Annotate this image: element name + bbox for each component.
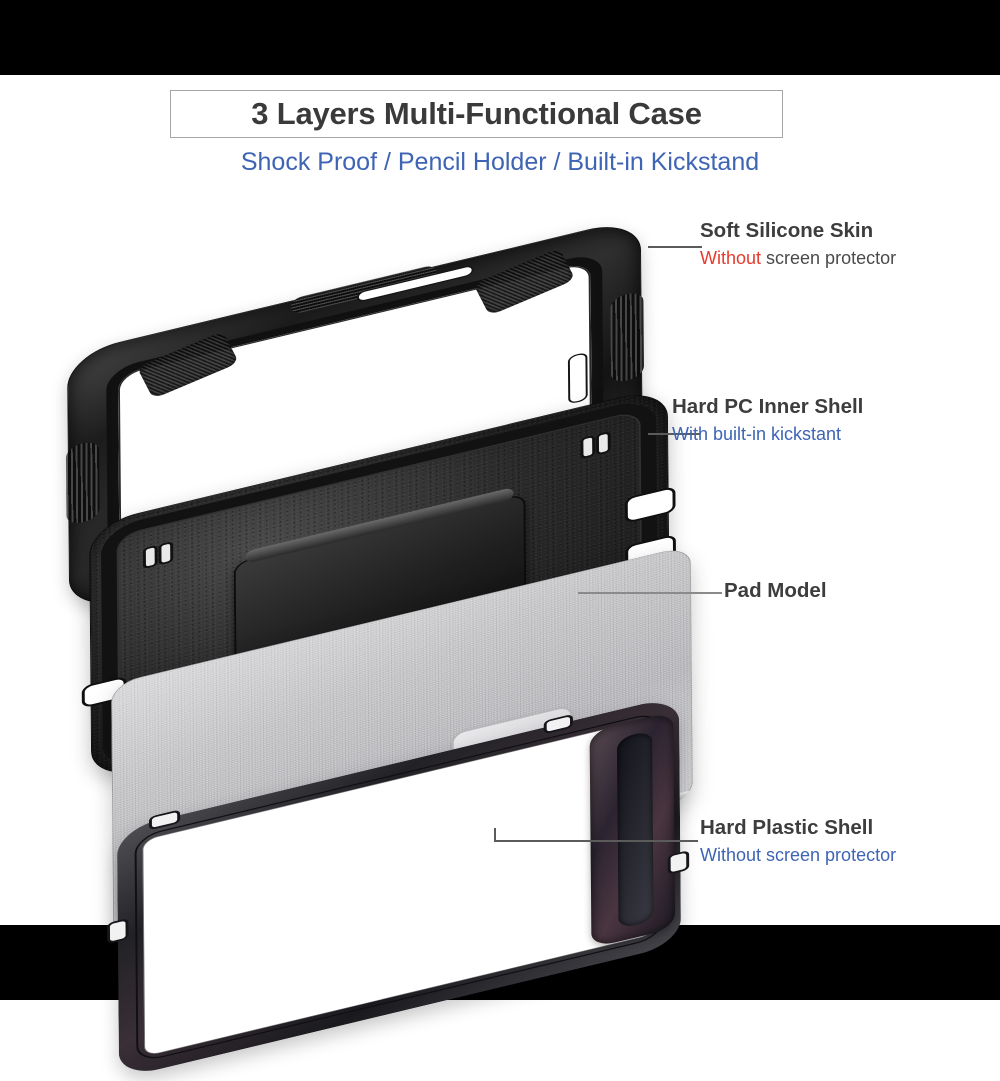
callout-hard-plastic-shell: Hard Plastic Shell Without screen protec… [700, 815, 896, 867]
callout-subtitle-hard-plastic-shell: Without screen protector [700, 845, 897, 865]
plastic-shell-plate [109, 695, 687, 1079]
callout-subtitle-rest: screen protector [761, 248, 897, 268]
letterbox-bar-top [0, 0, 1000, 75]
pc-clip-3 [598, 433, 608, 453]
leader-tick-hard-plastic-shell [494, 828, 496, 842]
callout-title-hard-plastic-shell: Hard Plastic Shell [700, 816, 874, 839]
plastic-pencil-groove [616, 730, 654, 930]
silicone-rib-right [610, 290, 645, 385]
leader-line-hard-pc-inner-shell [648, 433, 700, 435]
exploded-view-diagram [0, 75, 1000, 1079]
callout-subtitle-hard-pc-inner-shell: With built-in kickstant [672, 424, 842, 444]
layer-hard-plastic-shell [104, 675, 704, 1079]
callout-hard-pc-inner-shell: Hard PC Inner Shell With built-in kickst… [672, 394, 863, 446]
callout-title-soft-silicone-skin: Soft Silicone Skin [700, 219, 874, 242]
leader-line-hard-plastic-shell [494, 840, 698, 842]
leader-line-pad-model [578, 592, 722, 594]
callout-title-pad-model: Pad Model [724, 579, 827, 602]
callout-pad-model: Pad Model [724, 578, 827, 604]
plastic-tab-right [670, 852, 687, 873]
title-box: 3 Layers Multi-Functional Case [170, 90, 783, 138]
leader-line-soft-silicone-skin [648, 246, 702, 248]
callout-subtitle-emphasis: Without [700, 248, 762, 268]
page-title: 3 Layers Multi-Functional Case [251, 96, 702, 131]
callout-title-hard-pc-inner-shell: Hard PC Inner Shell [672, 395, 864, 418]
callout-soft-silicone-skin: Soft Silicone Skin Without screen protec… [700, 218, 896, 270]
callout-subtitle-soft-silicone-skin: Without screen protector [700, 246, 896, 270]
page-subtitle: Shock Proof / Pencil Holder / Built-in K… [240, 148, 760, 176]
pc-clip-4 [583, 437, 593, 457]
